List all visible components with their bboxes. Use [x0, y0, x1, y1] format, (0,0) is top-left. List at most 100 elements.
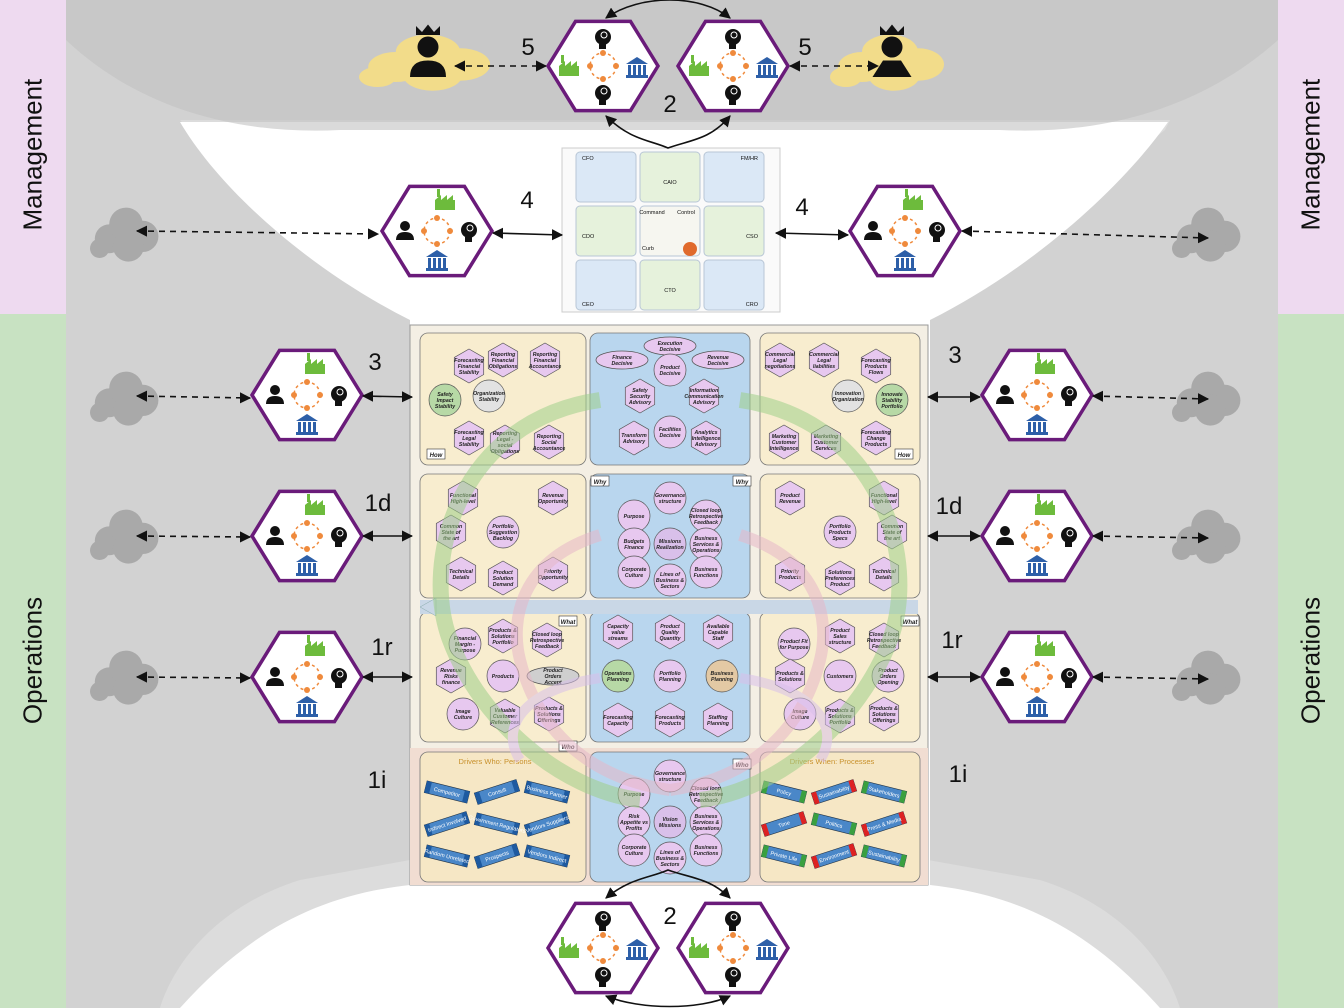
hexagon-shape: [249, 630, 365, 724]
processes-tag: Private Life: [760, 844, 808, 868]
corner-tag: What: [558, 615, 578, 627]
hexagon-shape: [979, 630, 1095, 724]
hexagon-level4-left: [379, 184, 495, 278]
framework-node-label: Purpose: [624, 514, 645, 520]
arrow-cloud-level1r-left: [135, 671, 252, 684]
corner-tag-label: Why: [594, 480, 607, 486]
framework-node: Purpose: [617, 499, 651, 533]
hexagon-level1d-right: [979, 489, 1095, 583]
hexagon-top-right: [675, 19, 791, 113]
hexagon-shape: [979, 348, 1095, 442]
hexagon-shape: [545, 901, 661, 995]
hexagon-level3-left: [249, 348, 365, 442]
hexagon-level4-right: [847, 184, 963, 278]
arrow-cloud-level1d-left: [135, 530, 252, 543]
role-label-cfo: CFO: [582, 156, 594, 162]
corner-tag-label: How: [898, 453, 911, 459]
level-label-left-4: 4: [520, 187, 533, 214]
management-band-right: [1278, 0, 1344, 314]
level-label-top-left: 5: [521, 34, 534, 61]
role-card-center: [639, 205, 701, 257]
level-label-bottom-center: 2: [663, 903, 676, 930]
curb-dial-icon: [683, 242, 697, 256]
role-card-ceo: [575, 259, 637, 311]
hexagon-shape: [545, 19, 661, 113]
role-card-cso: [703, 205, 765, 257]
role-label-cro: CRO: [746, 302, 759, 308]
king-icon-left: [410, 24, 446, 77]
persons-tag-label: Consult: [488, 787, 508, 799]
framework-node-label: Customers: [826, 674, 853, 680]
persons-tag: Prospects: [473, 843, 521, 869]
persons-tag: Competitor: [423, 780, 471, 804]
role-label-cto: CTO: [664, 288, 676, 294]
level-label-right-1i: 1i: [949, 761, 968, 788]
hexagon-level1r-left: [249, 630, 365, 724]
processes-tag: Time: [760, 811, 808, 837]
level-label-right-4: 4: [795, 194, 808, 221]
arrow-level3-left: [361, 390, 414, 403]
corner-tag-label: Why: [736, 480, 749, 486]
framework-node: Products: [486, 659, 520, 693]
processes-tag-label: Politics: [825, 820, 844, 830]
hexagon-bottom-right: [675, 901, 791, 995]
arrow-bottom-to-center: [605, 869, 731, 899]
framework-node-label: Products &Solutions: [776, 671, 804, 683]
building-shell: [66, 0, 1278, 1008]
